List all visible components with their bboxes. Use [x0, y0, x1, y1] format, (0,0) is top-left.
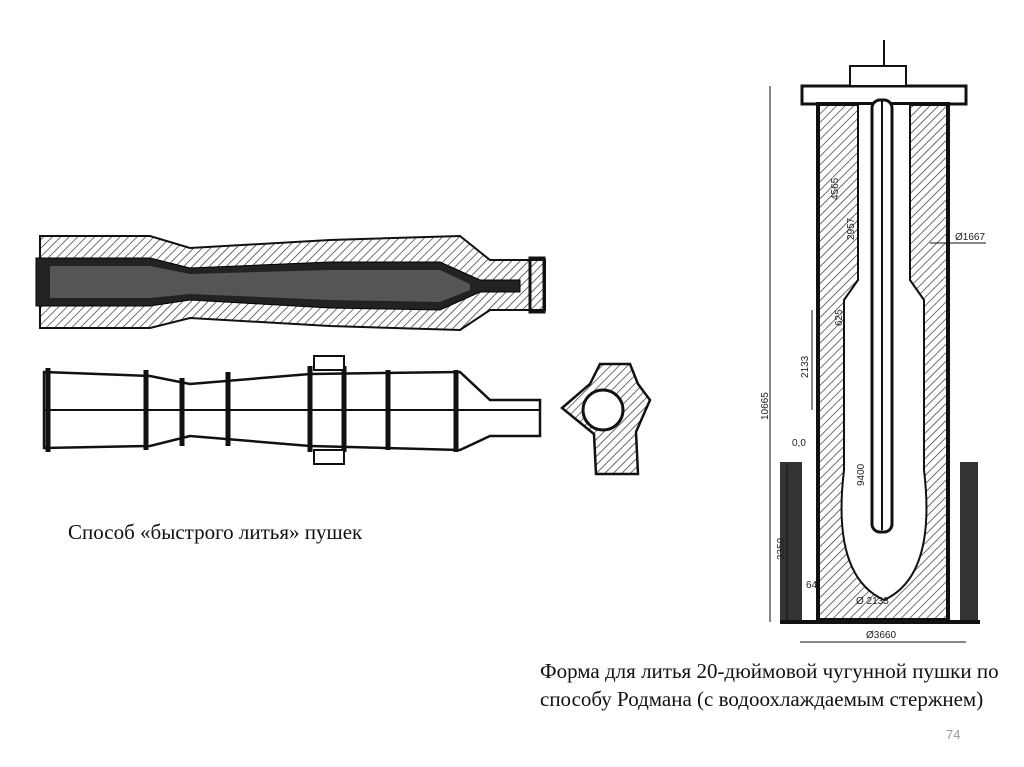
cannon-mold-section-drawing: [35, 234, 546, 332]
dim-3350: 3350: [776, 537, 787, 560]
rodman-mold-drawing: [769, 40, 986, 643]
dim-diameter-2133: Ø 2133: [856, 596, 889, 607]
dim-625: 625: [834, 309, 845, 326]
dim-0-0: 0,0: [792, 438, 806, 449]
cannon-mold-exterior-drawing: [42, 355, 542, 465]
dim-9400: 9400: [856, 463, 867, 486]
dim-64: 64: [806, 580, 818, 591]
page-number: 74: [946, 727, 961, 742]
dim-2957: 2957: [846, 217, 857, 240]
dim-2133: 2133: [800, 355, 811, 378]
caption-fast-casting: Способ «быстрого литья» пушек: [68, 520, 363, 544]
dim-4565: 4565: [830, 177, 841, 200]
dim-diameter-3660: Ø3660: [866, 630, 896, 641]
cannon-cross-section-drawing: [560, 362, 652, 476]
dim-10665: 10665: [760, 392, 771, 420]
caption-rodman-mold: Форма для литья 20-дюймовой чугунной пуш…: [540, 659, 999, 711]
dim-diameter-1667: Ø1667: [955, 232, 985, 243]
